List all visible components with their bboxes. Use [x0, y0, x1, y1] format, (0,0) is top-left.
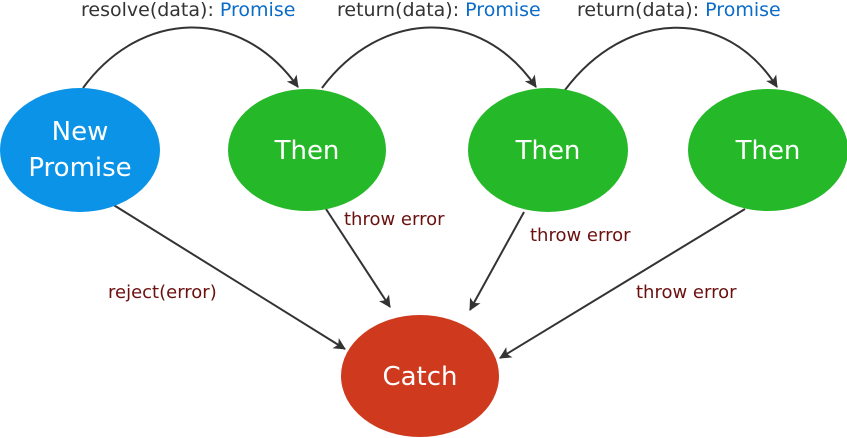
new-promise-ellipse — [0, 88, 160, 212]
throw-arrow-1 — [325, 208, 391, 308]
then-node-1: Then — [228, 89, 386, 211]
then-node-2: Then — [468, 88, 628, 212]
throw-arrow-2 — [469, 211, 525, 311]
resolve-edge-prefix: resolve(data): — [81, 0, 220, 21]
new-promise-node: New Promise — [0, 88, 160, 212]
return-edge-label-1: return(data): Promise — [337, 0, 541, 21]
throw-arrow-3 — [499, 208, 746, 359]
return-1-edge-prefix: return(data): — [337, 0, 465, 21]
then-3-ellipse — [688, 89, 847, 211]
then-2-ellipse — [468, 88, 628, 212]
then-node-3: Then — [688, 89, 847, 211]
resolve-edge-label: resolve(data): Promise — [81, 0, 295, 21]
then-1-ellipse — [228, 89, 386, 211]
catch-node: Catch — [341, 315, 499, 437]
throw-edge-label-2: throw error — [530, 225, 631, 246]
throw-edge-label-3: throw error — [636, 282, 737, 303]
resolve-arrow — [82, 26, 299, 89]
new-promise-label-line2: Promise — [28, 153, 131, 183]
resolve-edge-type: Promise — [220, 0, 296, 21]
return-arrow-1 — [321, 26, 537, 89]
return-edge-label-2: return(data): Promise — [577, 0, 781, 21]
return-1-edge-type: Promise — [465, 0, 541, 21]
catch-label: Catch — [382, 362, 457, 392]
then-3-label: Then — [735, 136, 801, 166]
catch-ellipse — [341, 315, 499, 437]
return-2-edge-type: Promise — [705, 0, 781, 21]
reject-edge-label: reject(error) — [108, 282, 217, 303]
then-2-label: Then — [515, 136, 581, 166]
reject-arrow — [111, 203, 346, 350]
then-1-label: Then — [274, 136, 340, 166]
new-promise-label-line1: New — [52, 117, 109, 147]
return-2-edge-prefix: return(data): — [577, 0, 705, 21]
throw-edge-label-1: throw error — [344, 209, 445, 230]
return-arrow-2 — [564, 26, 778, 91]
